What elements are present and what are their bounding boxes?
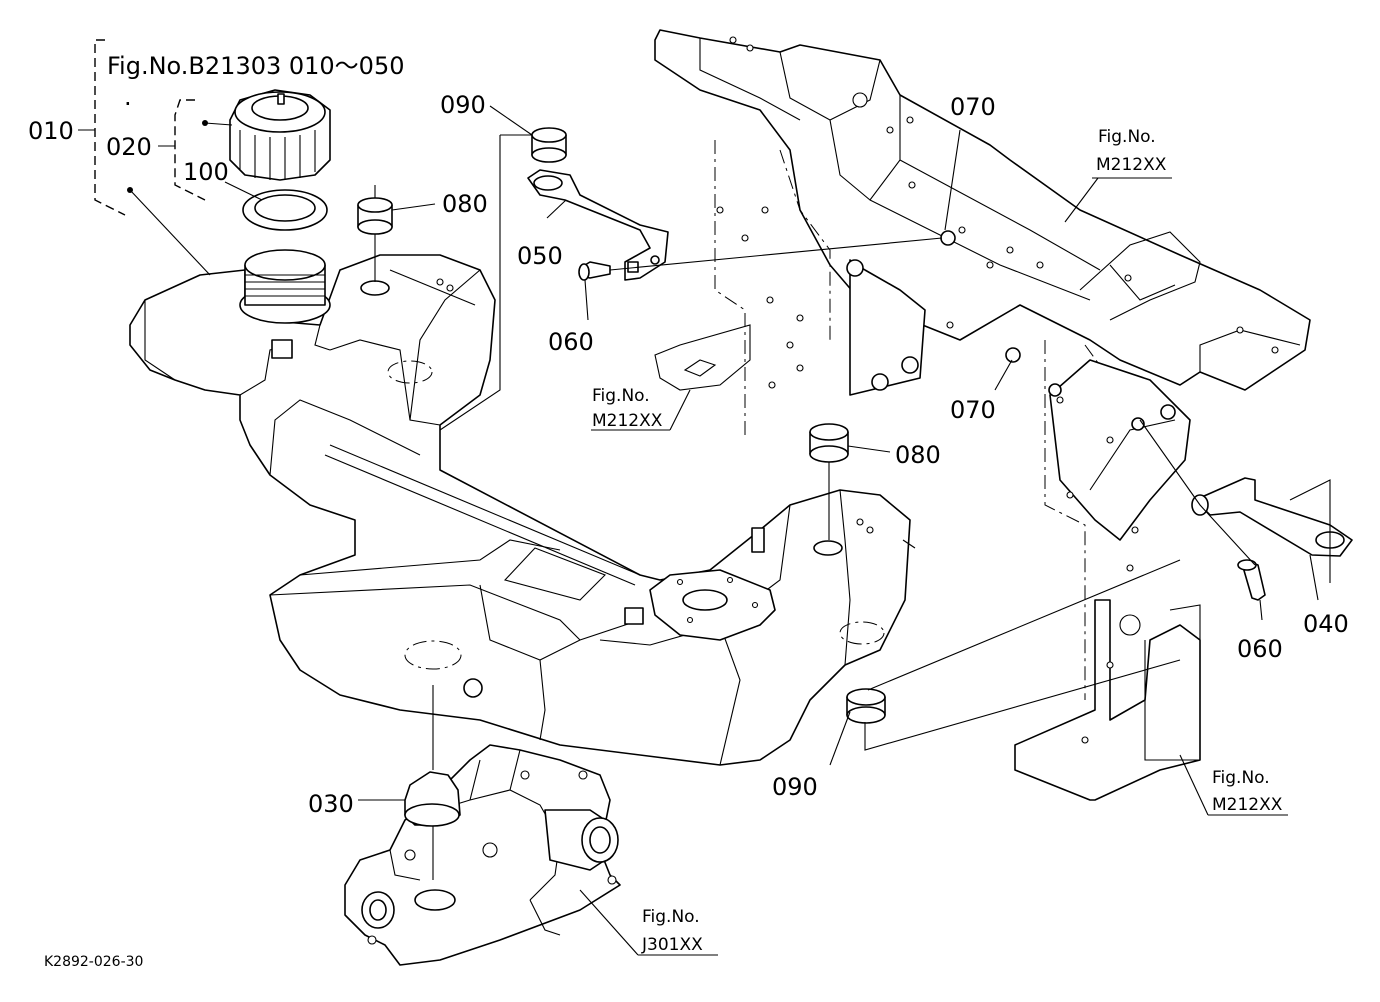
callout-020[interactable]: 020 (106, 133, 152, 161)
callout-090-bottom[interactable]: 090 (772, 773, 818, 801)
callout-010[interactable]: 010 (28, 117, 74, 145)
housing-drawing (344, 744, 621, 966)
spacers-drawing (357, 127, 886, 724)
labels: Fig.No.B21303 010～050 · 010 020 100 090 … (28, 52, 1349, 970)
fuel-tank-drawing (129, 249, 916, 766)
drawing-code: K2892-026-30 (44, 954, 143, 970)
leader-lines (78, 39, 1331, 956)
bracket-050-drawing (527, 169, 669, 281)
fig-ref-frame-right-line2[interactable]: M212XX (1212, 795, 1283, 815)
callout-080-top[interactable]: 080 (442, 190, 488, 218)
bracket-040-drawing (1191, 477, 1353, 557)
callout-060-left[interactable]: 060 (548, 328, 594, 356)
fig-ref-housing-line2[interactable]: J301XX (641, 935, 703, 955)
fig-ref-frame-top-line2[interactable]: M212XX (1096, 155, 1167, 175)
callout-030[interactable]: 030 (308, 790, 354, 818)
fig-ref-frame-mid-line2[interactable]: M212XX (592, 411, 663, 431)
callout-060-right[interactable]: 060 (1237, 635, 1283, 663)
separator-dot: · (124, 90, 132, 118)
front-frame-drawing (654, 29, 1311, 801)
callout-070-top[interactable]: 070 (950, 93, 996, 121)
callout-090-top[interactable]: 090 (440, 91, 486, 119)
fig-ref-frame-right-line1[interactable]: Fig.No. (1212, 768, 1270, 788)
callout-080-middle[interactable]: 080 (895, 441, 941, 469)
callout-050[interactable]: 050 (517, 242, 563, 270)
fig-ref-housing-line1[interactable]: Fig.No. (642, 907, 700, 927)
callout-040[interactable]: 040 (1303, 610, 1349, 638)
fig-ref-frame-top-line1[interactable]: Fig.No. (1098, 127, 1156, 147)
figure-ref-title: Fig.No.B21303 010～050 (107, 52, 405, 80)
callout-100[interactable]: 100 (183, 158, 229, 186)
fuel-cap-drawing (229, 89, 331, 231)
callout-070-bottom[interactable]: 070 (950, 396, 996, 424)
fig-ref-frame-mid-line1[interactable]: Fig.No. (592, 386, 650, 406)
bolts-drawing (578, 261, 1266, 601)
